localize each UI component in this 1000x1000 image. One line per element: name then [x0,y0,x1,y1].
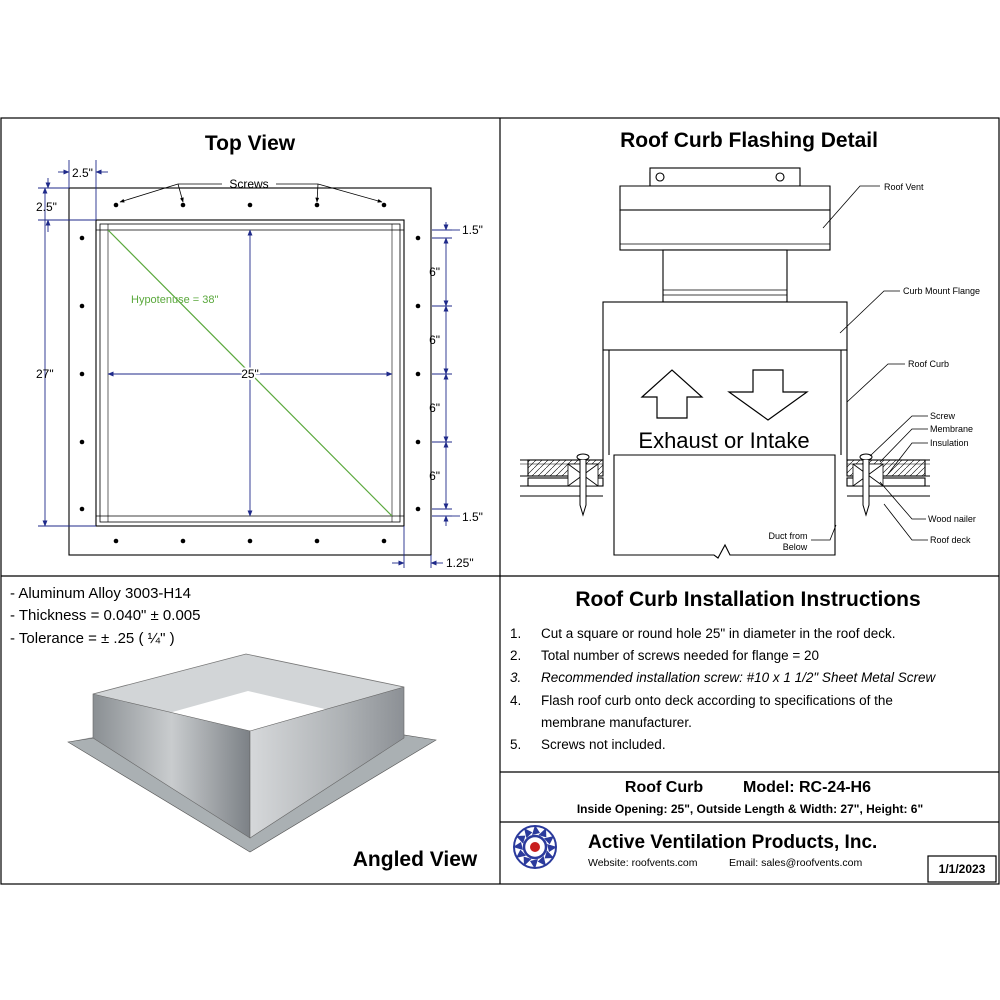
dim-width: 25" [241,367,259,381]
angled-view-image [67,653,437,853]
step-number: 1. [510,626,521,641]
hypotenuse-line [107,229,393,517]
step-number: 3. [510,670,521,685]
screw-icon [576,453,873,517]
angled-view-label: Angled View [353,848,478,871]
spec-tolerance: - Tolerance = ± .25 ( ¼" ) [10,630,175,647]
dim-left-offset: 2.5" [72,166,93,180]
dim-edge-top: 1.5" [462,223,483,237]
step-text: membrane manufacturer. [541,715,692,730]
revision-date: 1/1/2023 [939,862,986,876]
step-text: Total number of screws needed for flange… [541,648,819,663]
step-number: 5. [510,737,521,752]
label-duct-below: Below [783,542,808,552]
flashing-detail-title: Roof Curb Flashing Detail [620,129,878,152]
dim-spacing-3: 6" [429,401,440,415]
dim-spacing-4: 6" [429,469,440,483]
panel-frame [0,117,1000,885]
curb-flange-outline [68,187,432,556]
dim-spacing-2: 6" [429,333,440,347]
company-name: Active Ventilation Products, Inc. [588,832,877,853]
label-roof-curb: Roof Curb [908,359,949,369]
screws-label: Screws [229,177,268,191]
dim-top-offset: 2.5" [36,200,57,214]
label-screw: Screw [930,411,956,421]
step-text: Cut a square or round hole 25" in diamet… [541,626,896,641]
label-membrane: Membrane [930,424,973,434]
label-curb-mount-flange: Curb Mount Flange [903,286,980,296]
dim-flange: 1.25" [446,556,474,570]
dim-edge-bottom: 1.5" [462,510,483,524]
company-email: Email: sales@roofvents.com [729,857,862,869]
label-wood-nailer: Wood nailer [928,514,976,524]
step-text: Recommended installation screw: #10 x 1 … [541,670,936,685]
dim-spacing-1: 6" [429,265,440,279]
intake-arrow-icon [727,369,809,421]
hypotenuse-label: Hypotenuse = 38" [131,294,218,306]
dim-height: 27" [36,367,54,381]
spec-material: - Aluminum Alloy 3003-H14 [10,585,191,602]
company-logo-icon [513,825,557,869]
spec-thickness: - Thickness = 0.040" ± 0.005 [10,607,200,624]
top-view-title: Top View [205,132,296,155]
exhaust-arrow-icon [640,369,704,419]
label-insulation: Insulation [930,438,969,448]
instruction-list: 1. Cut a square or round hole 25" in dia… [510,626,936,752]
label-duct-from: Duct from [768,531,807,541]
screw-holes [79,202,421,544]
flashing-detail-drawing [520,167,930,559]
step-text: Flash roof curb onto deck according to s… [541,693,893,708]
step-text: Screws not included. [541,737,666,752]
model-number: Model: RC-24-H6 [743,779,871,796]
label-roof-vent: Roof Vent [884,182,924,192]
model-details: Inside Opening: 25", Outside Length & Wi… [577,802,923,816]
company-website: Website: roofvents.com [588,857,698,869]
step-number: 4. [510,693,521,708]
instructions-title: Roof Curb Installation Instructions [575,588,920,611]
top-view-drawing [38,160,460,568]
curb-wall-outline [95,219,405,527]
model-name: Roof Curb [625,779,703,796]
airflow-label: Exhaust or Intake [638,428,809,453]
step-number: 2. [510,648,521,663]
label-roof-deck: Roof deck [930,535,971,545]
